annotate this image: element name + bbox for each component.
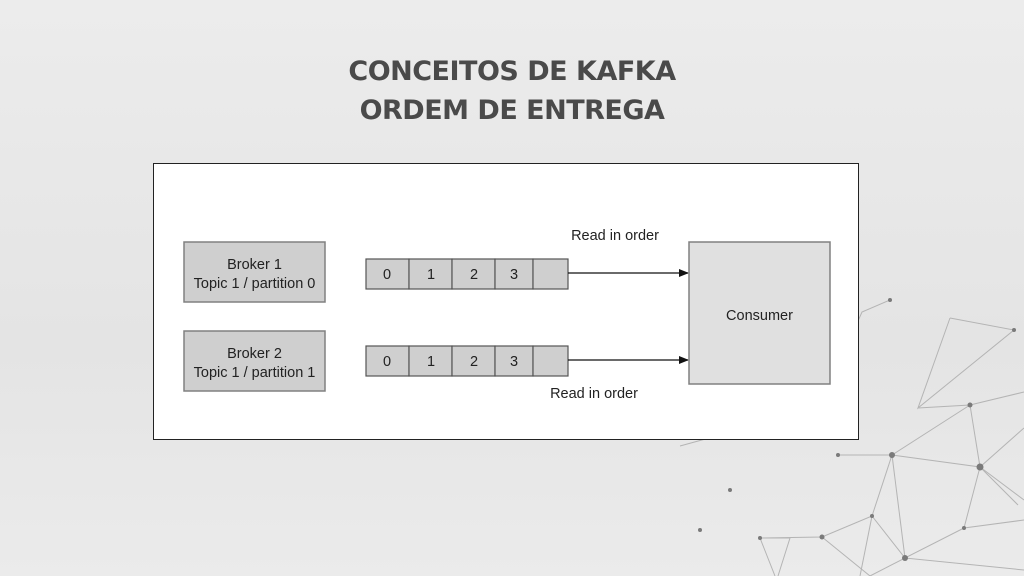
read-in-order-label-bottom: Read in order [550, 386, 638, 402]
consumer-label: Consumer [726, 308, 793, 324]
broker-1-detail: Topic 1 / partition 0 [194, 276, 316, 292]
partition-0-offset-0: 0 [383, 267, 391, 283]
read-in-order-label-top: Read in order [571, 228, 659, 244]
broker-2-detail: Topic 1 / partition 1 [194, 365, 316, 381]
diagram-panel: Broker 1 Topic 1 / partition 0 Broker 2 … [153, 163, 859, 440]
partition-0-offset-2: 2 [470, 267, 478, 283]
partition-1-offset-0: 0 [383, 354, 391, 370]
partition-1-offset-1: 1 [427, 354, 435, 370]
consumer-box: Consumer [688, 241, 831, 385]
partition-1-queue: 0 1 2 3 [365, 345, 569, 377]
broker-2-box: Broker 2 Topic 1 / partition 1 [183, 330, 326, 392]
broker-1-name: Broker 1 [227, 257, 282, 273]
broker-1-box: Broker 1 Topic 1 / partition 0 [183, 241, 326, 303]
slide-title-line-1: CONCEITOS DE KAFKA [348, 56, 676, 87]
partition-0-queue: 0 1 2 3 [365, 258, 569, 290]
partition-0-offset-3: 3 [510, 267, 518, 283]
slide-title-line-2: ORDEM DE ENTREGA [359, 95, 665, 126]
kafka-ordering-diagram: Broker 1 Topic 1 / partition 0 Broker 2 … [183, 228, 831, 402]
broker-2-name: Broker 2 [227, 346, 282, 362]
partition-1-offset-2: 2 [470, 354, 478, 370]
partition-1-offset-3: 3 [510, 354, 518, 370]
partition-0-offset-1: 1 [427, 267, 435, 283]
